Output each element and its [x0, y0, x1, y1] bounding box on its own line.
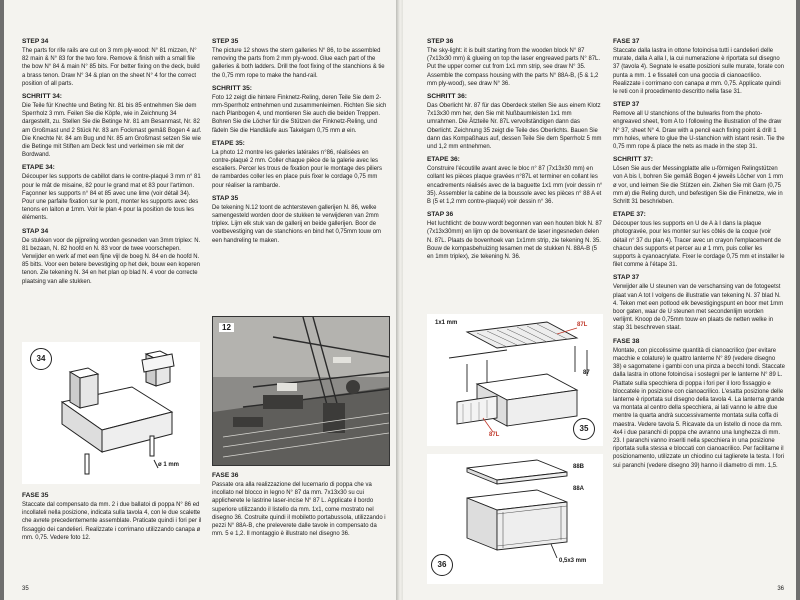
section-title: ETAPE 37: — [613, 211, 646, 219]
page-number: 36 — [777, 586, 784, 592]
section-text: Passate ora alla realizzazione del lucer… — [212, 482, 386, 538]
section-title: STEP 37 — [613, 101, 640, 109]
section-title: STEP 36 — [427, 38, 454, 45]
section-text: Verwijder alle U steunen van de verschan… — [613, 284, 784, 332]
right-page: STEP 36 The sky-light: it is built start… — [403, 0, 796, 600]
section-title: STAP 36 — [427, 211, 454, 219]
section-title: SCHRITT 35: — [212, 84, 252, 92]
figure-36: 36 88B 88A 0,5x3 mm — [427, 454, 603, 584]
section-text: The picture 12 shows the stern galleries… — [212, 48, 385, 79]
figure-number: 34 — [30, 348, 52, 370]
section-title: SCHRITT 37: — [613, 156, 653, 164]
section-text: Construire l'écoutille avant avec le blo… — [427, 166, 603, 206]
section-text: Remove all U stanchions of the bulwarks … — [613, 111, 785, 151]
compass-housing-drawing — [466, 459, 568, 559]
section-title: ETAPE 35: — [212, 139, 245, 147]
figure-34: 34 — [22, 342, 200, 484]
section-text: De stukken voor de pijpreling worden ges… — [22, 237, 201, 285]
section-title: SCHRITT 36: — [427, 93, 467, 101]
figure-35: 1x1 mm 87L 87 87L 35 — [427, 314, 603, 446]
section-text: Staccate dal compensato da mm. 2 i due b… — [22, 502, 202, 541]
stern-gallery-photo — [213, 317, 389, 465]
section-title: ETAPE 34: — [22, 164, 55, 172]
section-text: Staccate dalla lastra in ottone fotoinci… — [613, 48, 784, 96]
section-title: FASE 37 — [613, 38, 640, 45]
figure-label: ø 1 mm — [158, 462, 180, 468]
left-column-2-bottom: FASE 36 Passate ora alla realizzazione d… — [212, 472, 388, 543]
section-text: Das Oberlicht Nr. 87 für das Oberdeck st… — [427, 103, 602, 151]
section-title: SCHRITT 34: — [22, 93, 62, 101]
left-column-1: STEP 34 The parts for rife rails are cut… — [22, 38, 202, 291]
section-title: STAP 37 — [613, 274, 640, 282]
figure-number: 36 — [431, 554, 453, 576]
section-title: STEP 34 — [22, 38, 49, 45]
section-text: Montate, con piccolissime quantità di ci… — [613, 347, 785, 469]
book-spine — [396, 0, 405, 600]
section-text: Het luchtlicht: de bouw wordt begonnen v… — [427, 221, 602, 261]
right-column-1: STEP 36 The sky-light: it is built start… — [427, 38, 603, 266]
section-text: The parts for rife rails are cut on 3 mm… — [22, 48, 200, 87]
left-column-1-bottom: FASE 35 Staccate dal compensato da mm. 2… — [22, 492, 202, 547]
figure-label: 88A — [573, 486, 585, 492]
left-page: STEP 34 The parts for rife rails are cut… — [4, 0, 398, 600]
left-column-2: STEP 35 The picture 12 shows the stern g… — [212, 38, 388, 250]
figure-label: 87 — [583, 370, 590, 376]
section-title: ETAPE 36: — [427, 156, 460, 164]
figure-number: 35 — [573, 418, 595, 440]
section-text: La photo 12 montre les galeries latérale… — [212, 149, 382, 189]
section-title: STAP 34 — [22, 227, 49, 235]
figure-label: 0,5x3 mm — [559, 558, 587, 564]
section-title: FASE 35 — [22, 492, 49, 499]
section-title: STAP 35 — [212, 194, 239, 202]
section-text: Foto 12 zeigt die hintere Finknetz-Relin… — [212, 94, 387, 134]
section-text: Découper tous les supports en U de A à I… — [613, 221, 785, 269]
figure-label: 1x1 mm — [435, 320, 458, 326]
photo-12: 12 — [212, 316, 390, 466]
skylight-drawing — [448, 321, 588, 433]
figure-label: 87L — [577, 322, 588, 328]
section-text: The sky-light: it is built starting from… — [427, 48, 601, 87]
section-title: FASE 38 — [613, 337, 640, 345]
figure-label: 88B — [573, 464, 585, 470]
bitt-drawing — [60, 350, 175, 475]
section-text: Découper les supports de cabillot dans l… — [22, 174, 201, 222]
section-title: STEP 35 — [212, 38, 239, 45]
right-column-2: FASE 37 Staccate dalla lastra in ottone … — [613, 38, 785, 475]
figure-label: 87L — [489, 432, 500, 438]
page-number: 35 — [22, 586, 29, 592]
photo-number: 12 — [219, 323, 234, 332]
section-text: De tekening N.12 toont de achtersteven g… — [212, 204, 381, 244]
section-title: FASE 36 — [212, 472, 239, 479]
section-text: Lösen Sie aus der Messingplatte alle u-f… — [613, 166, 783, 206]
section-text: Die Teile für Knechte und Beting Nr. 81 … — [22, 103, 202, 159]
